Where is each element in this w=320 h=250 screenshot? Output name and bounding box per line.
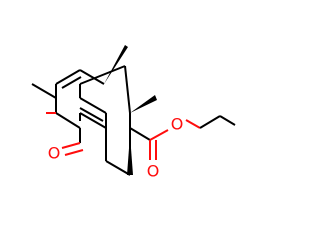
ketone-oxygen-label: O	[48, 144, 61, 163]
canvas-background	[0, 0, 250, 250]
bond-ketone-c	[79, 112, 107, 129]
bond-ring-c6-c1	[124, 65, 131, 114]
wedge-bond-bottom-methyl	[127, 135, 133, 175]
bond-ring-c5-c6	[79, 65, 126, 85]
bond-ethyl-ch2	[199, 115, 221, 129]
bond-ethyl-ch3	[219, 115, 236, 126]
bond-ester-c-o	[149, 129, 169, 141]
bond-ring-c3-c4-double	[79, 107, 104, 122]
bond-ring-c3-c4	[79, 97, 107, 114]
wedge-bond-top-methyl	[104, 45, 128, 84]
bond-ketone-carbonyl-a	[55, 112, 81, 129]
bond-quaternary-ester-c	[129, 127, 151, 141]
bond-left-methyl-2	[31, 83, 57, 99]
bond-ester-o-ch2	[185, 119, 201, 129]
bond-alkene-c-methyl-top	[79, 69, 105, 85]
bond-ketone-o-single	[61, 142, 81, 149]
wedge-bond-right-methyl	[130, 95, 157, 113]
molecule-structure-diagram: O O O	[0, 0, 250, 250]
ester-ether-oxygen-label: O	[171, 115, 184, 134]
ester-carbonyl-oxygen-label: O	[147, 162, 160, 181]
bond-alkene-ring	[55, 69, 81, 85]
bond-ring-c1-c2	[105, 160, 131, 176]
bond-ketone-o-double	[64, 149, 84, 156]
bond-alkene-ring-double	[61, 76, 82, 89]
